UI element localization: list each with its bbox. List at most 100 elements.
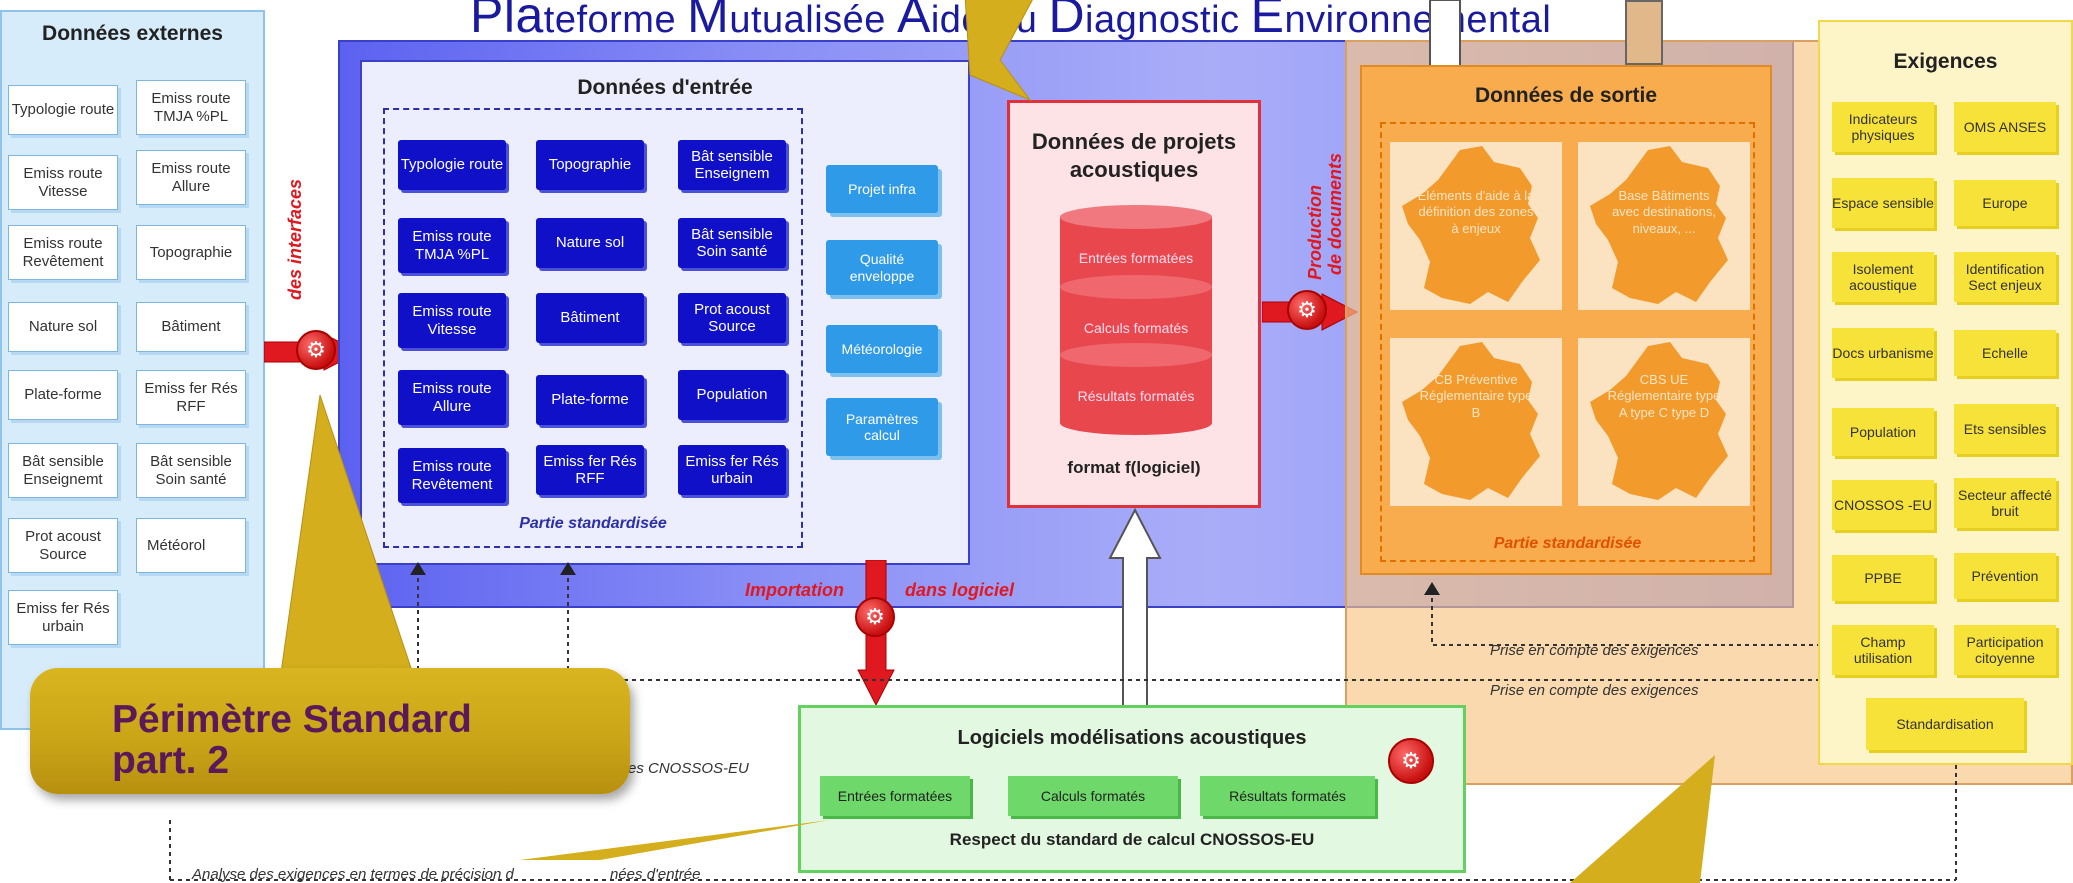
callout-line-1: Périmètre Standard — [112, 698, 472, 741]
requirements-note-2: Prise en compte des exigences — [1490, 682, 1699, 699]
input-cell: Nature sol — [536, 218, 644, 268]
input-standard-zone — [383, 108, 803, 548]
analysis-note-end: nées d'entrée — [610, 866, 701, 883]
project-layer: Résultats formatés — [1077, 388, 1195, 404]
diagram-title: Plateforme Mutualisée Aide au Diagnostic… — [470, 0, 1552, 43]
input-cell: Emiss fer Rés RFF — [536, 445, 644, 495]
external-cell: Météorol — [136, 518, 246, 573]
external-cell: Plate-forme — [8, 370, 118, 420]
requirement-cell: Population — [1832, 408, 1934, 456]
requirement-cell: OMS ANSES — [1954, 102, 2056, 152]
requirement-cell: Secteur affecté bruit — [1954, 478, 2056, 528]
output-tile: Base Bâtiments avec destinations, niveau… — [1578, 142, 1750, 310]
external-cell: Nature sol — [8, 302, 118, 352]
software-title: Logiciels modélisations acoustiques — [957, 727, 1307, 749]
output-standard-label: Partie standardisée — [1493, 535, 1642, 552]
external-cell: Topographie — [136, 225, 246, 280]
requirement-cell: CNOSSOS -EU — [1832, 480, 1934, 530]
external-cell: Emiss fer Rés urbain — [8, 590, 118, 645]
input-cell: Population — [678, 370, 786, 420]
output-tile: Eléments d'aide à la définition des zone… — [1390, 142, 1562, 310]
gear-icon: ⚙ — [1388, 738, 1434, 784]
requirement-cell: Espace sensible — [1832, 178, 1934, 228]
input-extra-cell: Météorologie — [826, 325, 938, 373]
external-cell: Typologie route — [8, 85, 118, 135]
software-cell: Résultats formatés — [1200, 776, 1375, 816]
software-footer: Respect du standard de calcul CNOSSOS-EU — [949, 830, 1315, 849]
requirement-cell: Identification Sect enjeux — [1954, 252, 2056, 302]
input-cell: Prot acoust Source — [678, 293, 786, 343]
requirement-cell: Indicateurs physiques — [1832, 102, 1934, 152]
external-cell: Emiss route Vitesse — [8, 155, 118, 210]
input-extra-cell: Qualité enveloppe — [826, 240, 938, 295]
output-tile-text: Eléments d'aide à la définition des zone… — [1417, 188, 1535, 236]
input-cell: Emiss route Allure — [398, 370, 506, 425]
input-cell: Bâtiment — [536, 293, 644, 343]
requirement-cell: Participation citoyenne — [1954, 625, 2056, 675]
requirement-cell: Prévention — [1954, 553, 2056, 599]
output-tile-text: CBS UE Réglementaire type A type C type … — [1607, 372, 1721, 420]
project-layer: Calculs formatés — [1083, 320, 1189, 336]
analysis-note: Analyse des exigences en termes de préci… — [192, 866, 514, 883]
output-tile: CB Préventive Réglementaire type B — [1390, 338, 1562, 506]
requirement-cell: Docs urbanisme — [1832, 328, 1934, 378]
external-cell: Bâtiment — [136, 302, 246, 352]
projects-title: Données de projets acoustiques — [1031, 129, 1237, 182]
input-cell: Plate-forme — [536, 375, 644, 425]
input-cell: Topographie — [536, 140, 644, 190]
france-map-icon — [1402, 146, 1540, 304]
requirement-cell: PPBE — [1832, 555, 1934, 601]
output-data-title: Données de sortie — [1474, 84, 1658, 107]
external-cell: Bât sensible Soin santé — [136, 443, 246, 498]
import-label-2: dans logiciel — [905, 580, 1015, 600]
projects-format: format f(logiciel) — [1067, 458, 1201, 477]
france-map-icon — [1590, 146, 1728, 304]
france-map-icon — [1402, 342, 1540, 500]
external-cell: Emiss fer Rés RFF — [136, 370, 246, 425]
input-cell: Typologie route — [398, 140, 506, 190]
external-cell: Prot acoust Source — [8, 518, 118, 573]
input-extra-cell: Paramètres calcul — [826, 398, 938, 456]
cnossos-note: es CNOSSOS-EU — [628, 760, 749, 777]
requirement-cell: Echelle — [1954, 330, 2056, 376]
output-feed-bar — [1625, 0, 1663, 65]
input-standard-label: Partie standardisée — [519, 515, 667, 532]
input-cell: Emiss route Revêtement — [398, 448, 506, 503]
input-cell: Bât sensible Soin santé — [678, 218, 786, 268]
requirement-cell: Standardisation — [1866, 698, 2024, 750]
external-cell: Emiss route TMJA %PL — [136, 80, 246, 135]
input-cell: Emiss route Vitesse — [398, 293, 506, 348]
production-label-2: de documents — [1325, 152, 1345, 275]
gear-icon: ⚙ — [296, 330, 336, 370]
callout-line-2: part. 2 — [112, 738, 230, 782]
input-cell: Emiss fer Rés urbain — [678, 445, 786, 495]
requirements-note-1: Prise en compte des exigences — [1490, 642, 1699, 659]
project-layer: Entrées formatées — [1078, 250, 1194, 266]
output-tile-text: CB Préventive Réglementaire type B — [1419, 372, 1533, 420]
requirement-cell: Ets sensibles — [1954, 404, 2056, 454]
external-cell: Emiss route Revêtement — [8, 225, 118, 280]
gear-icon: ⚙ — [1287, 290, 1327, 330]
external-cell: Emiss route Allure — [136, 150, 246, 205]
input-cell: Emiss route TMJA %PL — [398, 218, 506, 273]
interfaces-label: des interfaces — [285, 178, 305, 300]
callout-box — [30, 668, 630, 794]
external-cell: Bât sensible Enseignemt — [8, 443, 118, 498]
input-data-title: Données d'entrée — [577, 76, 753, 99]
output-tile: CBS UE Réglementaire type A type C type … — [1578, 338, 1750, 506]
france-map-icon — [1590, 342, 1728, 500]
export-arrow — [1108, 508, 1162, 707]
output-standard-zone — [1380, 122, 1755, 562]
gear-icon: ⚙ — [855, 597, 895, 637]
database-cylinder — [1060, 205, 1212, 435]
external-data-title: Données externes — [42, 22, 223, 45]
input-extra-cell: Projet infra — [826, 165, 938, 213]
requirement-cell: Europe — [1954, 180, 2056, 226]
production-label-1: Production — [1305, 185, 1325, 280]
import-label-1: Importation — [745, 580, 844, 600]
requirement-cell: Champ utilisation — [1832, 625, 1934, 675]
output-tile-text: Base Bâtiments avec destinations, niveau… — [1611, 188, 1717, 236]
software-cell: Calculs formatés — [1008, 776, 1178, 816]
requirement-cell: Isolement acoustique — [1832, 252, 1934, 302]
